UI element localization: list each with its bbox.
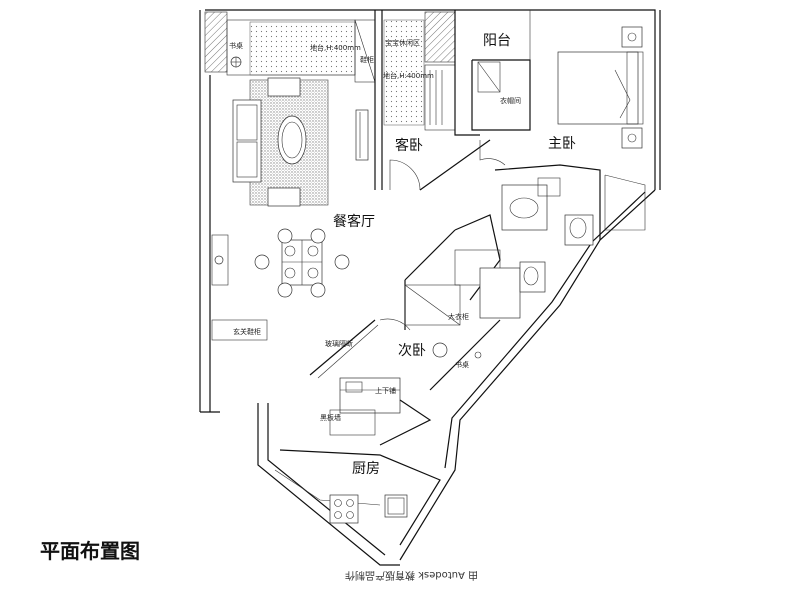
label-big-wardrobe: 大衣柜 [448,312,469,321]
master-bedroom [479,26,644,166]
dining-set [254,228,350,298]
label-entry-shoe-cabinet: 玄关鞋柜 [233,327,261,336]
room-label-balcony: 阳台 [483,33,511,49]
label-platform-left: 地台,H:400mm [310,43,361,52]
outer-walls [199,9,661,566]
label-bunk-bed: 上下铺 [375,386,396,395]
guest-bedroom [374,10,491,191]
room-label-kitchen: 厨房 [352,461,380,477]
room-label-second-bedroom: 次卧 [398,343,426,359]
label-glass-partition: 玻璃隔断 [325,339,353,348]
balcony-area [471,10,531,131]
left-wall-fixtures [211,234,268,341]
label-platform-right: 地台,H:400mm [383,71,434,80]
living-furniture [232,77,369,207]
living-platform [226,19,376,83]
second-bedroom [309,229,501,446]
label-desk-top: 书桌 [229,41,243,50]
watermark-text: 由 Autodesk 教育版产品制作 [345,569,479,580]
bathrooms [454,164,646,319]
label-blackboard-wall: 黑板墙 [320,413,341,422]
label-baby-area: 宝宝休闲区 [385,38,420,47]
room-label-master-bedroom: 主卧 [548,136,576,152]
label-shoe-cabinet-top: 鞋柜 [360,55,374,64]
kitchen [274,449,441,546]
label-desk-second: 书桌 [455,360,469,369]
label-cloakroom: 衣帽间 [500,96,521,105]
room-label-dining-living: 餐客厅 [333,213,375,230]
room-label-guest-bedroom: 客卧 [395,137,423,154]
page-title: 平面布置图 [40,539,140,563]
